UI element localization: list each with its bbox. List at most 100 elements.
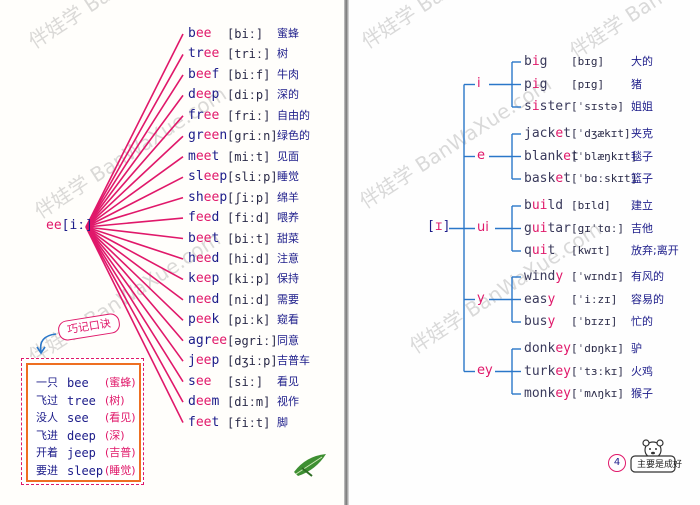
word-row: meet[miːt]见面: [0, 147, 344, 167]
word: heed: [188, 250, 220, 266]
chinese-meaning: 猴子: [631, 387, 653, 400]
chinese-meaning: 见面: [277, 149, 299, 163]
phonetic: [biː]: [227, 27, 264, 41]
word: easy: [524, 291, 556, 307]
bear-logo-icon: [630, 439, 676, 473]
chinese-meaning: 容易的: [631, 292, 664, 306]
chinese-meaning: 深的: [277, 88, 299, 102]
chinese-meaning: 姐姐: [631, 100, 653, 113]
word-row: donkey[ˈdɒŋkɪ]驴: [349, 339, 700, 359]
chinese-meaning: 吉普车: [277, 354, 310, 368]
tip-meaning: (深): [105, 428, 125, 442]
fan-line: [85, 176, 184, 228]
tip-word: sleep: [67, 464, 104, 478]
chinese-meaning: 火鸡: [631, 364, 653, 378]
word-row: windy[ˈwɪndɪ]有风的: [349, 267, 700, 287]
book-gutter: [344, 0, 349, 505]
fan-line: [85, 226, 184, 321]
phonetic: [niːd]: [227, 292, 271, 307]
phonetic: [əgriː]: [227, 333, 278, 348]
word: build: [524, 198, 564, 213]
chinese-meaning: 篮子: [631, 172, 653, 185]
phonetic: [hiːd]: [227, 251, 271, 266]
chinese-meaning: 看见: [277, 374, 299, 388]
logo-text: 主要是成好: [637, 460, 683, 470]
group-label: y: [477, 290, 485, 306]
word: sleep: [188, 169, 228, 185]
phonetic: [friː]: [227, 108, 271, 123]
word: blanket: [524, 148, 579, 164]
word: need: [188, 291, 220, 307]
chinese-meaning: 需要: [277, 292, 299, 306]
chinese-meaning: 同意: [277, 333, 299, 347]
phonetic: [biːf]: [227, 67, 271, 82]
fan-line: [85, 226, 184, 240]
word-row: busy[ˈbɪzɪ]忙的: [349, 312, 700, 332]
word-row: heed[hiːd]注意: [0, 249, 344, 269]
word: basket: [524, 171, 571, 186]
fan-line: [85, 196, 184, 228]
word: monkey: [524, 386, 571, 401]
chinese-meaning: 喂养: [277, 211, 299, 225]
word: meet: [188, 148, 220, 164]
word-row: deep[diːp]深的: [0, 85, 344, 105]
tip-cn: 要进: [36, 464, 58, 477]
phonetic: [ˈbɑːskɪt]: [571, 172, 638, 185]
fan-line: [85, 217, 184, 228]
phonetic: [dʒiːp]: [227, 354, 278, 369]
phonetic: [ˈiːzɪ]: [571, 292, 618, 306]
word: tree: [188, 46, 220, 62]
word: busy: [524, 314, 556, 329]
tip-meaning: (树): [105, 393, 125, 407]
fan-line: [85, 226, 184, 403]
word: bee: [188, 26, 212, 41]
fan-line: [85, 54, 184, 228]
chinese-meaning: 毯子: [631, 149, 653, 163]
chinese-meaning: 睡觉: [277, 170, 299, 184]
phonetic: [ˈdɒŋkɪ]: [571, 342, 624, 355]
chinese-meaning: 绿色的: [277, 129, 310, 143]
fan-line: [85, 135, 184, 228]
chinese-meaning: 驴: [631, 342, 642, 355]
chinese-meaning: 绵羊: [277, 190, 299, 204]
word-row: monkey[ˈmʌŋkɪ] 猴子: [349, 384, 700, 404]
phonetic: [kwɪt]: [571, 244, 611, 257]
chinese-meaning: 吉他: [631, 221, 653, 235]
phonetic: [bɪld]: [571, 199, 611, 212]
word-row: quit[kwɪt]放弃;离开: [349, 241, 700, 261]
word-row: free [friː] 自由的: [0, 106, 344, 126]
chinese-meaning: 自由的: [277, 108, 310, 122]
tip-word: jeep: [67, 446, 96, 461]
word-row: sheep[ʃiːp] 绵羊: [0, 188, 344, 208]
fan-line: [85, 94, 184, 228]
word-row: big[bɪg]大的: [349, 52, 700, 72]
phonetic: [ˈmʌŋkɪ]: [571, 387, 624, 400]
word: free: [188, 107, 220, 123]
group-label: ey: [477, 362, 493, 378]
phonetic: [ʃiːp]: [227, 190, 271, 205]
word-row: blanket[ˈblæŋkɪt]毯子: [349, 147, 700, 167]
fan-line: [85, 226, 184, 423]
fan-line: [85, 226, 184, 383]
word: peek: [188, 312, 220, 328]
word: sheep: [188, 189, 228, 205]
chinese-meaning: 视作: [277, 395, 299, 409]
word-row: green[griːn]绿色的: [0, 126, 344, 146]
word: green: [188, 128, 228, 144]
word-row: feet[fiːt]脚: [0, 413, 344, 433]
phonetic: [fiːd]: [227, 211, 271, 226]
chinese-meaning: 夹克: [631, 127, 653, 140]
phonetic: [pɪg]: [571, 77, 605, 91]
word-row: peek[piːk]窥看: [0, 310, 344, 330]
group-label: i: [477, 75, 481, 91]
phonetic: [ˈwɪndɪ]: [571, 270, 624, 283]
phonetic: [griːn]: [227, 129, 278, 144]
word: deem: [188, 394, 220, 410]
tip-cn: 一只: [36, 376, 58, 389]
phonetic: [biːt]: [227, 231, 271, 246]
tip-word: tree: [67, 393, 96, 408]
word: guitar: [524, 220, 571, 236]
word-row: jacket[ˈdʒækɪt]夹克: [349, 124, 700, 144]
